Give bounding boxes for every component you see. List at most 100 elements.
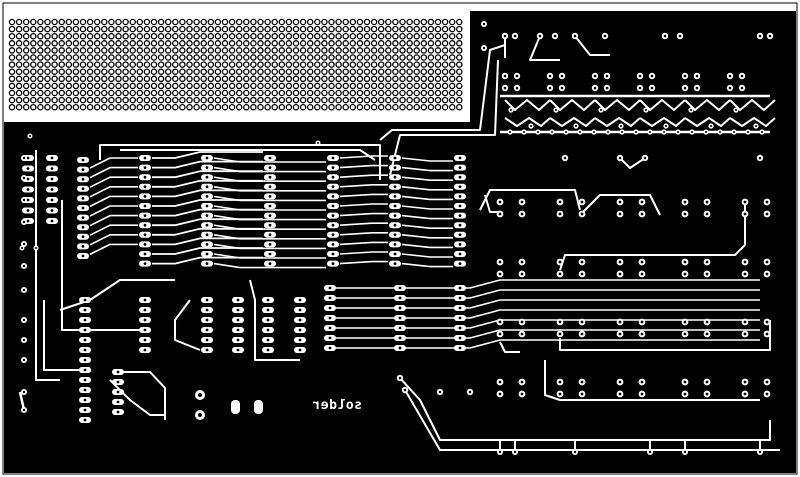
proto-pad xyxy=(44,18,51,26)
proto-pad xyxy=(306,54,314,61)
proto-pad xyxy=(101,47,108,54)
proto-pad xyxy=(328,89,335,97)
proto-pad xyxy=(86,47,94,54)
trace xyxy=(339,203,388,207)
proto-pad xyxy=(370,82,378,90)
proto-pad xyxy=(186,61,193,68)
drill-hole xyxy=(26,219,30,223)
proto-pad xyxy=(264,54,271,61)
drill-hole xyxy=(50,177,54,181)
proto-pad xyxy=(157,61,165,68)
proto-pad xyxy=(129,103,136,111)
trace xyxy=(401,234,453,239)
proto-pad xyxy=(434,47,442,54)
proto-pad xyxy=(363,40,371,47)
proto-pad xyxy=(58,96,65,104)
drill-hole xyxy=(520,332,524,336)
proto-pad xyxy=(157,18,165,26)
proto-pad xyxy=(136,25,144,33)
trace xyxy=(401,176,453,181)
drill-hole xyxy=(458,166,462,170)
proto-pad xyxy=(441,40,449,47)
drill-hole xyxy=(683,320,687,324)
drill-hole xyxy=(560,74,564,78)
drill-hole xyxy=(236,308,240,312)
proto-pad xyxy=(299,40,307,47)
trace xyxy=(549,117,596,127)
proto-pad xyxy=(448,75,456,83)
drill-hole xyxy=(640,272,644,276)
proto-pad xyxy=(250,82,257,90)
proto-pad xyxy=(235,75,243,83)
proto-pad xyxy=(72,54,80,61)
trace xyxy=(89,234,138,246)
proto-pad xyxy=(335,75,342,83)
proto-pad xyxy=(328,68,335,75)
drill-hole xyxy=(743,320,747,324)
drill-hole xyxy=(704,130,708,134)
drill-hole xyxy=(50,209,54,212)
proto-pad xyxy=(200,18,207,26)
proto-pad xyxy=(285,82,293,90)
drill-hole xyxy=(458,195,462,198)
proto-pad xyxy=(399,89,406,97)
drill-hole xyxy=(205,338,209,342)
proto-pad xyxy=(186,40,193,47)
drill-hole xyxy=(683,86,687,90)
proto-pad xyxy=(335,82,342,90)
drill-hole xyxy=(26,188,30,191)
drill-hole xyxy=(331,195,335,198)
proto-pad xyxy=(129,82,136,90)
proto-pad xyxy=(186,68,193,75)
proto-pad xyxy=(72,40,80,47)
proto-pad xyxy=(221,96,229,104)
proto-pad xyxy=(58,82,65,90)
drill-hole xyxy=(619,124,623,128)
drill-hole xyxy=(26,209,30,212)
proto-pad xyxy=(207,47,215,54)
proto-pad xyxy=(58,89,65,97)
proto-pad xyxy=(86,96,94,104)
proto-pad xyxy=(108,82,115,90)
drill-hole xyxy=(205,243,209,246)
proto-pad xyxy=(164,54,172,61)
trace xyxy=(544,360,760,401)
drill-hole xyxy=(83,358,87,362)
drill-hole xyxy=(558,332,562,336)
proto-pad xyxy=(285,18,293,26)
proto-pad xyxy=(101,40,108,47)
proto-pad xyxy=(65,103,73,111)
proto-pad xyxy=(257,54,264,61)
proto-pad xyxy=(420,47,428,54)
drill-hole xyxy=(328,316,332,320)
drill-hole xyxy=(331,214,335,218)
proto-pad xyxy=(93,32,101,40)
trace xyxy=(152,227,263,236)
proto-pad xyxy=(292,54,300,61)
proto-pad xyxy=(22,18,30,26)
proto-pad xyxy=(221,32,229,40)
drill-hole xyxy=(648,130,652,134)
drill-hole xyxy=(205,328,209,332)
drill-hole xyxy=(580,200,584,204)
proto-pad xyxy=(392,96,399,104)
proto-pad xyxy=(193,75,200,83)
drill-hole xyxy=(683,260,687,264)
drill-hole xyxy=(393,214,397,218)
proto-pad xyxy=(356,75,364,83)
proto-pad xyxy=(72,89,80,97)
proto-pad xyxy=(314,89,321,97)
drill-hole xyxy=(143,195,147,198)
drill-hole xyxy=(662,130,666,134)
proto-pad xyxy=(413,82,420,90)
proto-pad xyxy=(321,96,328,104)
trace xyxy=(152,208,263,217)
proto-pad xyxy=(299,32,307,40)
proto-pad xyxy=(44,89,51,97)
proto-pad xyxy=(207,32,215,40)
proto-pad xyxy=(44,25,51,33)
trace xyxy=(89,186,138,198)
proto-pad xyxy=(321,18,328,26)
proto-pad xyxy=(172,89,179,97)
drill-hole xyxy=(22,176,26,180)
